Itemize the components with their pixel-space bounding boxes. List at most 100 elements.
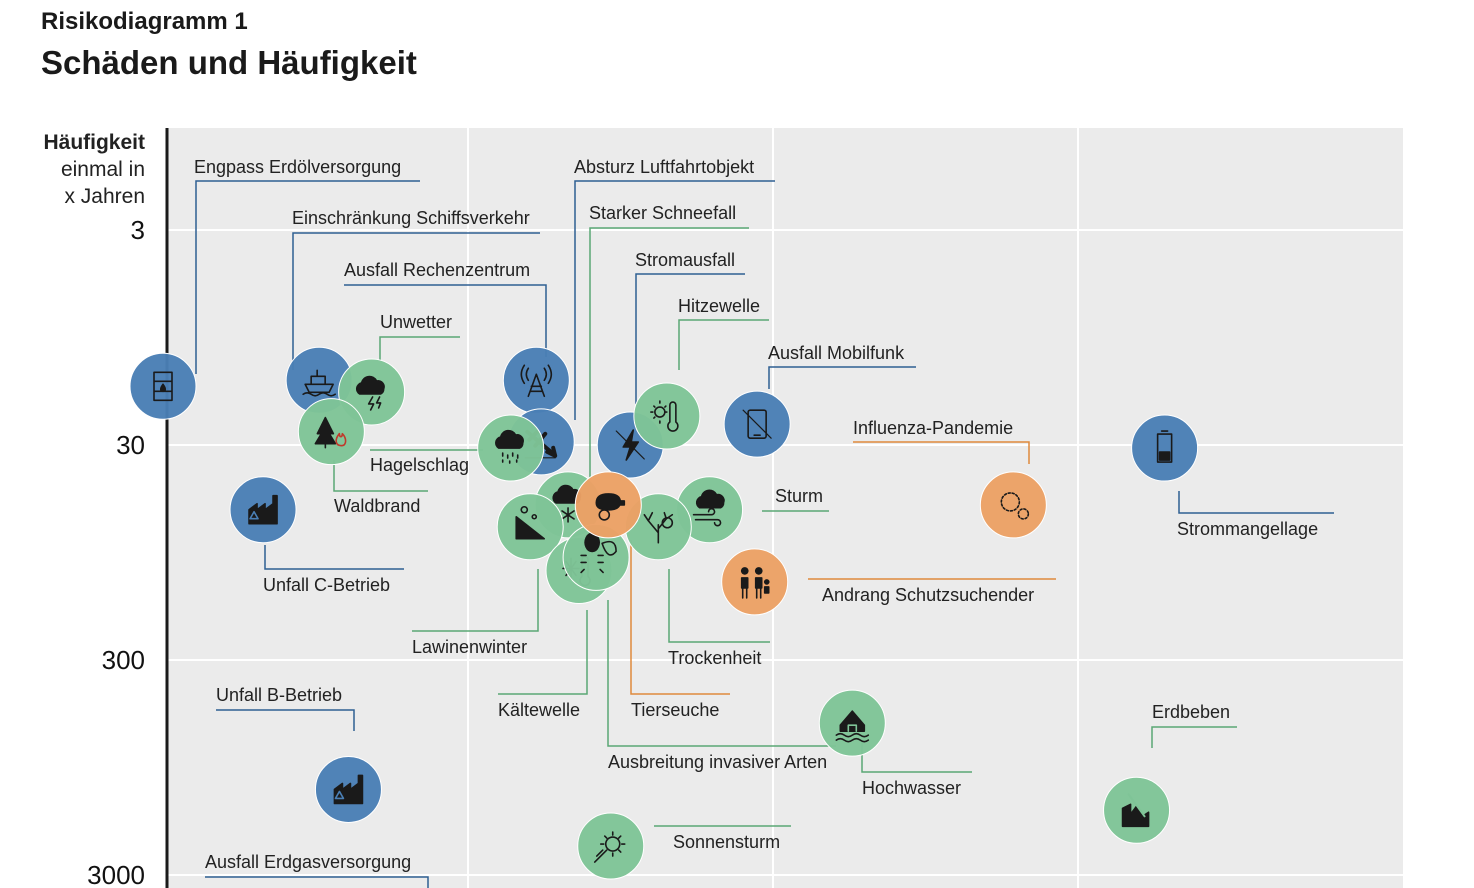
point-label-strommangellage: Strommangellage — [1177, 519, 1318, 539]
wind-cloud-icon — [692, 489, 725, 527]
leader-line-stromausfall — [635, 273, 745, 404]
point-label-kaeltewelle: Kältewelle — [498, 700, 580, 720]
point-label-engpass-erdoelversorgung: Engpass Erdölversorgung — [194, 157, 401, 177]
point-hochwasser — [818, 689, 886, 757]
leader-line-ausfall-erdgasversorgung — [205, 876, 429, 888]
point-circle-influenza-pandemie — [979, 471, 1047, 539]
point-label-trockenheit: Trockenheit — [668, 648, 761, 668]
point-circle-ausfall-rechenzentrum — [502, 346, 570, 414]
leader-line-waldbrand — [333, 460, 428, 492]
y-tick-labels: 3 30 300 3000 — [87, 215, 145, 888]
leader-line-trockenheit — [668, 569, 770, 643]
point-andrang-schutzsuchender — [721, 548, 789, 616]
point-label-ausbreitung-invasiver-arten: Ausbreitung invasiver Arten — [608, 752, 827, 772]
point-label-lawinenwinter: Lawinenwinter — [412, 637, 527, 657]
virus-icon — [1000, 492, 1030, 520]
flood-house-icon — [835, 710, 870, 743]
leader-line-unwetter — [379, 336, 460, 360]
leader-line-unfall-b-betrieb — [216, 709, 355, 731]
leader-line-einschraenkung-schiffsverkehr — [292, 232, 540, 370]
solar-storm-icon — [593, 831, 626, 863]
oil-barrel-icon — [153, 371, 173, 402]
point-hagelschlag — [477, 414, 545, 482]
point-unfall-c-betrieb — [229, 476, 297, 544]
forest-fire-icon — [314, 416, 347, 449]
avalanche-icon — [515, 506, 546, 540]
plot-background — [167, 128, 1403, 888]
point-label-unwetter: Unwetter — [380, 312, 452, 332]
leader-line-engpass-erdoelversorgung — [195, 180, 420, 374]
snow-cloud-icon — [552, 484, 582, 523]
point-circle-hitzewelle — [633, 382, 701, 450]
chart-title: Schäden und Häufigkeit — [41, 44, 417, 81]
y-tick-label: 3 — [131, 215, 145, 245]
y-tick-label: 30 — [116, 430, 145, 460]
point-label-andrang-schutzsuchender: Andrang Schutzsuchender — [822, 585, 1034, 605]
leader-line-ausbreitung-invasiver-arten — [607, 600, 836, 747]
point-erdbeben — [1103, 776, 1171, 844]
leader-line-ausfall-mobilfunk — [768, 366, 916, 389]
leader-line-erdbeben — [1151, 726, 1237, 748]
battery-icon — [1156, 430, 1173, 463]
point-label-waldbrand: Waldbrand — [334, 496, 420, 516]
point-hitzewelle — [633, 382, 701, 450]
point-label-tierseuche: Tierseuche — [631, 700, 719, 720]
point-label-influenza-pandemie: Influenza-Pandemie — [853, 418, 1013, 438]
point-circle-andrang-schutzsuchender — [721, 548, 789, 616]
point-influenza-pandemie — [979, 471, 1047, 539]
point-strommangellage — [1131, 414, 1199, 482]
y-tick-label: 3000 — [87, 860, 145, 888]
point-label-ausfall-erdgasversorgung: Ausfall Erdgasversorgung — [205, 852, 411, 872]
antenna-tower-icon — [520, 364, 553, 398]
point-label-hagelschlag: Hagelschlag — [370, 455, 469, 475]
point-tierseuche — [574, 471, 642, 539]
lightning-icon — [615, 429, 645, 461]
chart-kicker: Risikodiagramm 1 — [41, 8, 248, 35]
leader-line-lawinenwinter — [412, 569, 539, 632]
leader-lines — [195, 180, 1334, 888]
point-label-ausfall-mobilfunk: Ausfall Mobilfunk — [768, 343, 905, 363]
point-unfall-b-betrieb — [314, 755, 382, 823]
earthquake-icon — [1121, 793, 1150, 828]
leader-line-absturz-luftfahrtobjekt — [574, 180, 775, 420]
biohazard-plant-icon — [333, 774, 364, 805]
ship-icon — [302, 369, 336, 397]
point-label-einschraenkung-schiffsverkehr: Einschränkung Schiffsverkehr — [292, 208, 530, 228]
point-engpass-erdoelversorgung — [129, 352, 197, 420]
point-circle-strommangellage — [1131, 414, 1199, 482]
point-label-unfall-b-betrieb: Unfall B-Betrieb — [216, 685, 342, 705]
leader-line-tierseuche — [630, 540, 730, 695]
leader-line-hitzewelle — [678, 319, 769, 370]
data-points — [129, 346, 1199, 880]
y-axis-label-line-2: einmal in — [61, 158, 145, 181]
heat-thermometer-icon — [650, 400, 679, 432]
dry-tree-icon — [643, 511, 674, 544]
point-label-unfall-c-betrieb: Unfall C-Betrieb — [263, 575, 390, 595]
point-label-sturm: Sturm — [775, 486, 823, 506]
leader-line-strommangellage — [1178, 491, 1334, 514]
point-ausbreitung-invasiver-arten — [562, 523, 630, 591]
point-label-ausfall-rechenzentrum: Ausfall Rechenzentrum — [344, 260, 530, 280]
point-sturm — [676, 476, 744, 544]
leader-line-starker-schneefall — [589, 227, 749, 478]
leader-line-influenza-pandemie — [853, 441, 1030, 464]
grid-layer — [167, 128, 1403, 888]
point-label-hitzewelle: Hitzewelle — [678, 296, 760, 316]
y-axis-label-line-3: x Jahren — [64, 185, 145, 208]
point-label-starker-schneefall: Starker Schneefall — [589, 203, 736, 223]
point-ausfall-mobilfunk — [723, 390, 791, 458]
refugees-icon — [740, 567, 770, 599]
leader-line-unfall-c-betrieb — [264, 545, 404, 570]
point-circle-sonnensturm — [577, 812, 645, 880]
leader-line-ausfall-rechenzentrum — [344, 284, 547, 357]
y-tick-label: 300 — [102, 645, 145, 675]
hail-cloud-icon — [495, 429, 524, 464]
storm-cloud-icon — [356, 375, 385, 411]
point-sonnensturm — [577, 812, 645, 880]
point-label-stromausfall: Stromausfall — [635, 250, 735, 270]
point-label-sonnensturm: Sonnensturm — [673, 832, 780, 852]
pig-virus-icon — [595, 493, 626, 521]
